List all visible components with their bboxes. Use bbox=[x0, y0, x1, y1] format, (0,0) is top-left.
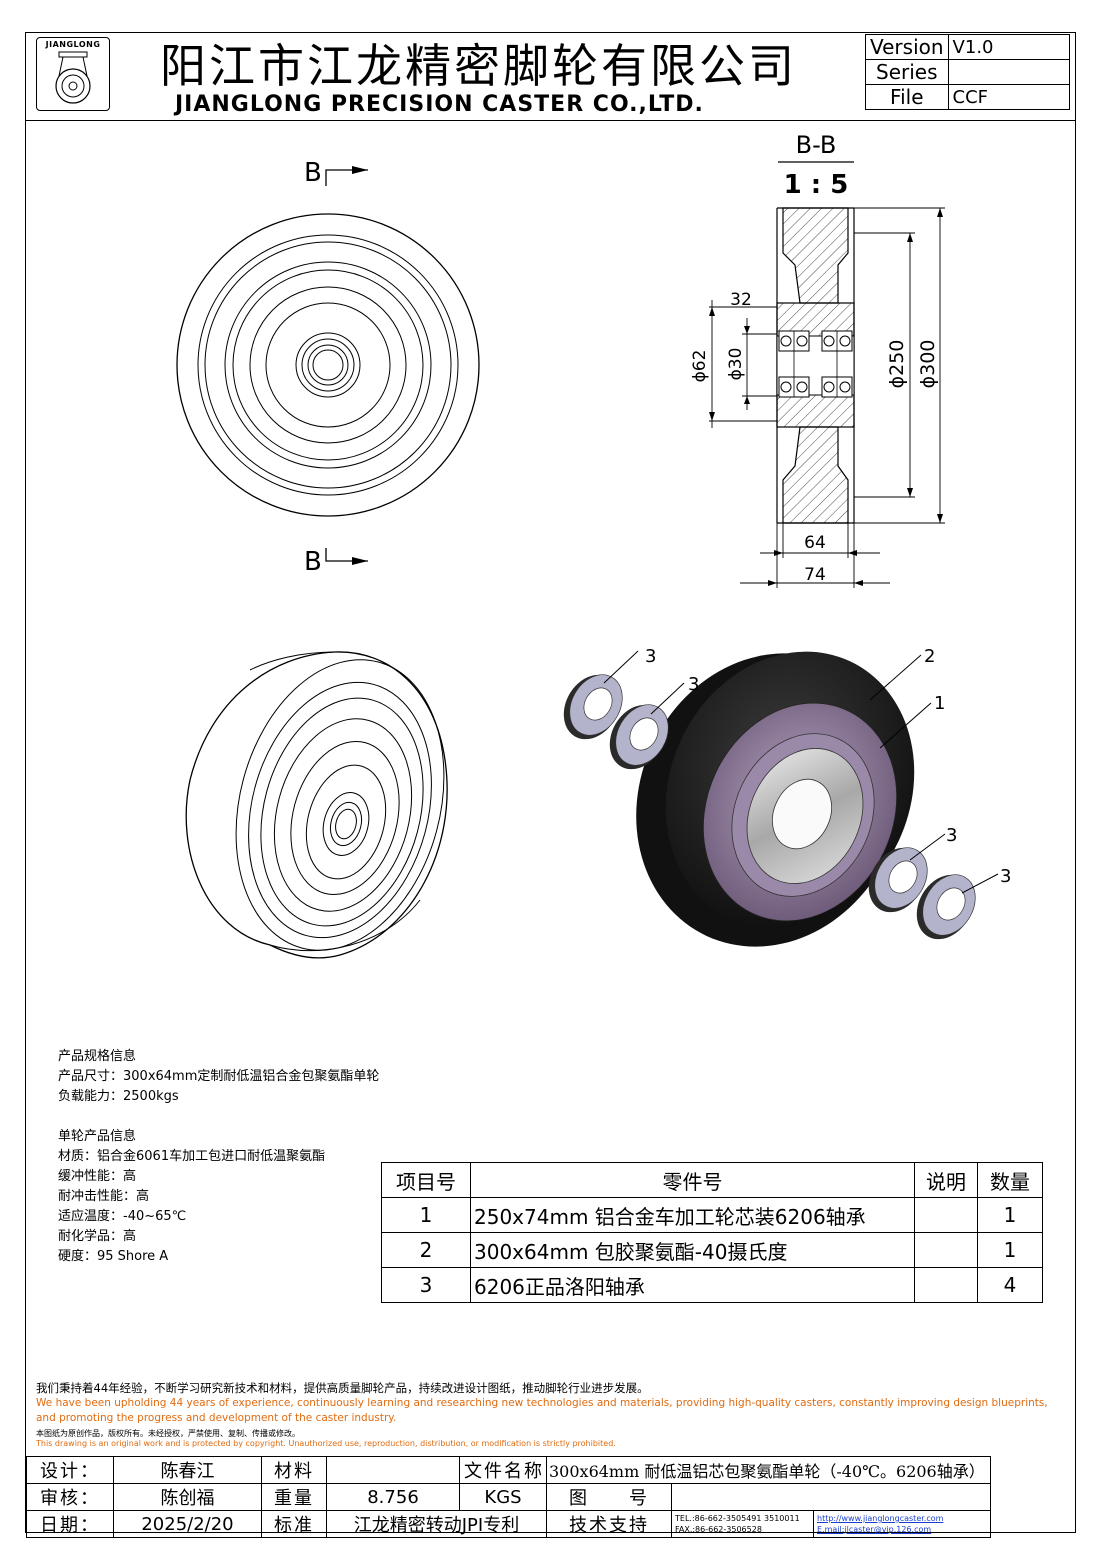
contact-web: http://www.jianglongcaster.com E.mail:jl… bbox=[813, 1510, 991, 1538]
meta-value: CCF bbox=[947, 84, 1070, 110]
spec-line: 硬度：95 Shore A bbox=[58, 1249, 169, 1264]
cell-note bbox=[914, 1267, 978, 1303]
col-qty: 数量 bbox=[977, 1162, 1043, 1198]
statement-en: We have been upholding 44 years of exper… bbox=[36, 1397, 1048, 1409]
spec-heading: 单轮产品信息 bbox=[58, 1129, 137, 1144]
filename-label: 文件名称 bbox=[459, 1456, 547, 1484]
fax: FAX.:86-662-3506528 bbox=[675, 1525, 762, 1534]
cell-qty: 1 bbox=[977, 1232, 1043, 1268]
col-item: 项目号 bbox=[381, 1162, 471, 1198]
company-name-cn: 阳江市江龙精密脚轮有限公司 bbox=[160, 39, 797, 93]
dim-74: 74 bbox=[804, 565, 826, 585]
exploded-view: 3 3 2 1 3 3 bbox=[563, 646, 1011, 947]
dim-250: ϕ250 bbox=[886, 340, 908, 389]
standard-value: 江龙精密转动JPI专利 bbox=[326, 1510, 547, 1538]
meta-value bbox=[947, 59, 1070, 85]
spec-line: 负载能力：2500kgs bbox=[58, 1089, 179, 1104]
meta-key: File bbox=[865, 84, 949, 110]
design-value: 陈春江 bbox=[113, 1456, 262, 1484]
section-mark-top: B bbox=[304, 158, 322, 188]
material-value bbox=[326, 1456, 460, 1484]
caster-logo-icon bbox=[55, 51, 91, 104]
meta-value: V1.0 bbox=[947, 34, 1070, 60]
isometric-view bbox=[185, 651, 448, 959]
review-value: 陈创福 bbox=[113, 1483, 262, 1511]
spec-line: 缓冲性能：高 bbox=[58, 1169, 137, 1184]
title-block: 设计： 陈春江 材料 文件名称 300x64mm 耐低温铝芯包聚氨酯单轮（-40… bbox=[26, 1456, 991, 1538]
cell-item: 3 bbox=[381, 1267, 471, 1303]
spec-line: 耐冲击性能：高 bbox=[58, 1189, 150, 1204]
header-divider bbox=[26, 120, 1076, 121]
review-label: 审核： bbox=[26, 1483, 114, 1511]
spec-heading: 产品规格信息 bbox=[58, 1049, 137, 1064]
dim-30: ϕ30 bbox=[726, 348, 746, 381]
section-label: B-B bbox=[796, 131, 837, 159]
company-logo: JIANGLONG bbox=[36, 37, 110, 111]
contact-phone: TEL.:86-662-3505491 3510011 FAX.:86-662-… bbox=[671, 1510, 814, 1538]
statement-cn: 我们秉持着44年经验，不断学习研究新技术和材料，提供高质量脚轮产品，持续改进设计… bbox=[36, 1381, 649, 1395]
statement-en-2: and promoting the progress and developme… bbox=[36, 1412, 397, 1424]
technical-drawing: B B B-B 1 : 5 bbox=[176, 131, 1011, 959]
copyright-cn: 本图纸为原创作品，版权所有。未经授权，严禁使用、复制、传播或修改。 bbox=[36, 1429, 300, 1438]
tel: TEL.:86-662-3505491 3510011 bbox=[675, 1514, 800, 1523]
dim-300: ϕ300 bbox=[917, 340, 939, 389]
bearing-3b bbox=[609, 704, 669, 770]
weight-value: 8.756 bbox=[326, 1483, 460, 1511]
table-row: 3 6206正品洛阳轴承 4 bbox=[381, 1267, 1043, 1303]
spec-line: 适应温度：-40~65℃ bbox=[58, 1209, 187, 1224]
version-table: Version V1.0 Series File CCF bbox=[865, 34, 1070, 110]
balloon-3: 3 bbox=[946, 825, 957, 846]
weight-unit: KGS bbox=[459, 1483, 547, 1511]
cell-qty: 4 bbox=[977, 1267, 1043, 1303]
balloon-3: 3 bbox=[645, 646, 656, 667]
section-scale: 1 : 5 bbox=[784, 170, 849, 200]
table-row: 2 300x64mm 包胶聚氨酯-40摄氏度 1 bbox=[381, 1232, 1043, 1268]
company-name-en: JIANGLONG PRECISION CASTER CO.,LTD. bbox=[175, 92, 704, 117]
balloon-1: 1 bbox=[934, 693, 945, 714]
drawing-no-value bbox=[671, 1483, 991, 1511]
filename-value: 300x64mm 耐低温铝芯包聚氨酯单轮（-40℃。6206轴承） bbox=[546, 1456, 991, 1484]
front-view: B B bbox=[176, 158, 480, 577]
material-label: 材料 bbox=[261, 1456, 327, 1484]
parts-list-table: 项目号 零件号 说明 数量 1 250x74mm 铝合金车加工轮芯装6206轴承… bbox=[381, 1162, 1043, 1303]
spec-line: 产品尺寸：300x64mm定制耐低温铝合金包聚氨酯单轮 bbox=[58, 1069, 380, 1084]
table-row: 1 250x74mm 铝合金车加工轮芯装6206轴承 1 bbox=[381, 1197, 1043, 1233]
parts-header-row: 项目号 零件号 说明 数量 bbox=[381, 1162, 1043, 1198]
standard-label: 标准 bbox=[261, 1510, 327, 1538]
dim-64: 64 bbox=[804, 533, 826, 553]
balloon-2: 2 bbox=[924, 646, 935, 667]
bearing-3d bbox=[916, 874, 976, 940]
date-label: 日期： bbox=[26, 1510, 114, 1538]
logo-text: JIANGLONG bbox=[45, 40, 101, 49]
cell-note bbox=[914, 1197, 978, 1233]
weight-label: 重量 bbox=[261, 1483, 327, 1511]
email-link[interactable]: E.mail:jlcaster@vip.126.com bbox=[817, 1525, 932, 1534]
spec-line: 材质：铝合金6061车加工包进口耐低温聚氨酯 bbox=[58, 1149, 326, 1164]
col-part: 零件号 bbox=[470, 1162, 915, 1198]
dim-62: ϕ62 bbox=[690, 350, 710, 383]
support-label: 技术支持 bbox=[546, 1510, 672, 1538]
copyright-en: This drawing is an original work and is … bbox=[36, 1439, 616, 1448]
dim-32: 32 bbox=[730, 290, 752, 310]
cell-item: 1 bbox=[381, 1197, 471, 1233]
bearing-3c bbox=[868, 847, 928, 913]
section-view: B-B 1 : 5 bbox=[690, 131, 945, 588]
balloon-3: 3 bbox=[1000, 866, 1011, 887]
design-label: 设计： bbox=[26, 1456, 114, 1484]
col-note: 说明 bbox=[914, 1162, 978, 1198]
cell-part: 300x64mm 包胶聚氨酯-40摄氏度 bbox=[470, 1232, 915, 1268]
date-value: 2025/2/20 bbox=[113, 1510, 262, 1538]
drawing-no-label: 图 号 bbox=[546, 1483, 672, 1511]
cell-part: 250x74mm 铝合金车加工轮芯装6206轴承 bbox=[470, 1197, 915, 1233]
section-mark-bottom: B bbox=[304, 547, 322, 577]
balloon-3: 3 bbox=[688, 674, 699, 695]
cell-part: 6206正品洛阳轴承 bbox=[470, 1267, 915, 1303]
cell-qty: 1 bbox=[977, 1197, 1043, 1233]
cell-item: 2 bbox=[381, 1232, 471, 1268]
spec-line: 耐化学品：高 bbox=[58, 1229, 137, 1244]
website-link[interactable]: http://www.jianglongcaster.com bbox=[817, 1514, 944, 1523]
bearing-3a bbox=[563, 674, 623, 740]
cell-note bbox=[914, 1232, 978, 1268]
